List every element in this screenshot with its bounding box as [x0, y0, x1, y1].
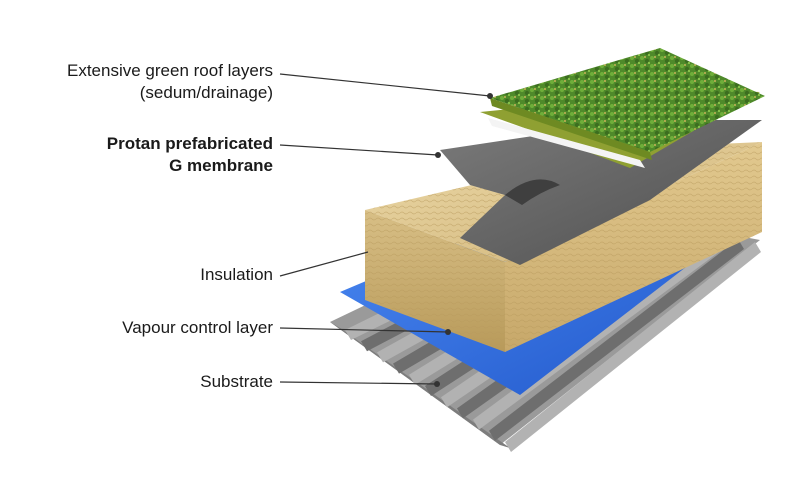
label-green-roof-line2: (sedum/drainage): [139, 83, 273, 102]
green-roof-layer: [480, 48, 765, 168]
label-insulation: Insulation: [200, 265, 273, 284]
leader-dot-vapour: [445, 329, 451, 335]
leader-insulation: [279, 251, 369, 277]
label-green-roof: Extensive green roof layers (sedum/drain…: [67, 60, 273, 104]
label-membrane: Protan prefabricated G membrane: [107, 133, 273, 177]
label-membrane-line2: G membrane: [169, 156, 273, 175]
leader-green-roof: [279, 73, 491, 97]
leader-dot-membrane: [435, 152, 441, 158]
leader-dot-green-roof: [487, 93, 493, 99]
label-green-roof-line1: Extensive green roof layers: [67, 61, 273, 80]
leader-substrate: [279, 381, 438, 385]
label-substrate: Substrate: [200, 372, 273, 391]
substrate-rib: [505, 242, 761, 452]
leader-lines: [279, 73, 491, 385]
leader-vapour: [279, 327, 449, 333]
membrane-layer: [440, 120, 762, 265]
label-vapour-control: Vapour control layer: [122, 318, 273, 337]
leader-membrane: [279, 144, 439, 156]
leader-dot-substrate: [434, 381, 440, 387]
label-membrane-line1: Protan prefabricated: [106, 134, 273, 153]
substrate-rib: [489, 239, 744, 441]
